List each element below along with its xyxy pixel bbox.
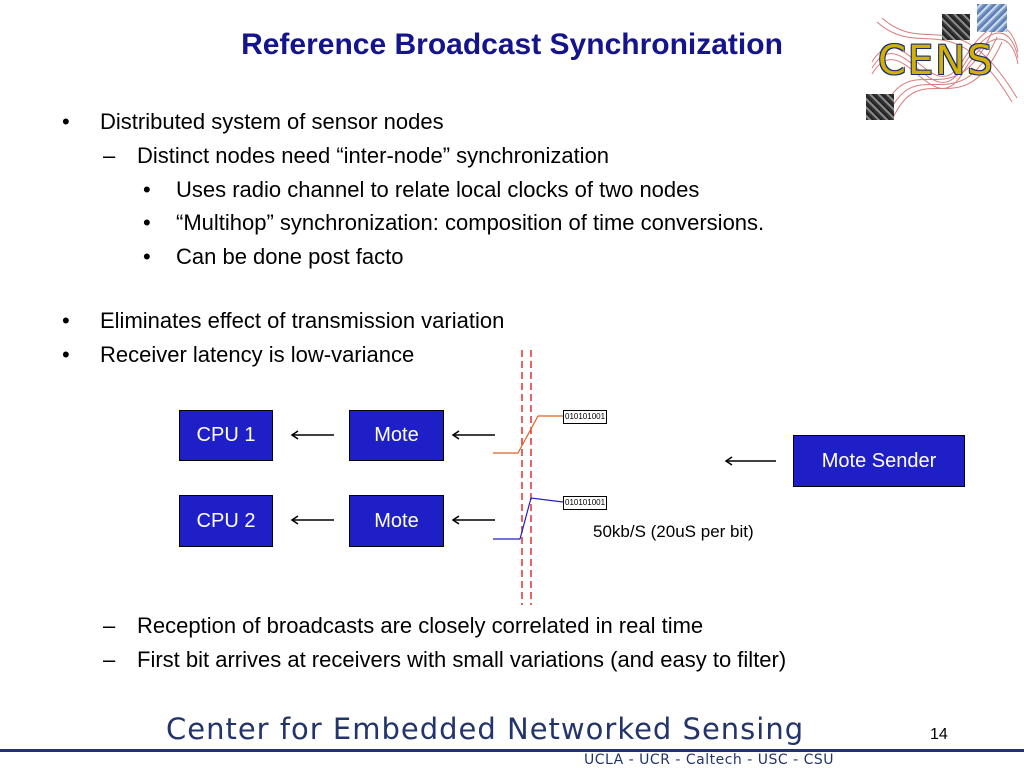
signal-trace-2 [493, 497, 564, 540]
logo-tile-blue [977, 4, 1007, 32]
logo-wave-graphic [871, 17, 1019, 121]
bullet-text: Receiver latency is low-variance [100, 342, 415, 367]
bullet-text: Distributed system of sensor nodes [100, 109, 444, 134]
bullet-marker: – [103, 143, 116, 168]
bullet-marker: • [143, 177, 151, 202]
bit-rate-label: 50kb/S (20uS per bit) [593, 522, 754, 541]
bullet-text: Uses radio channel to relate local clock… [176, 177, 700, 202]
cpu1-box: CPU 1 [179, 410, 273, 461]
mote2-box: Mote [349, 495, 444, 547]
cpu2-box: CPU 2 [179, 495, 273, 547]
bullet-marker: • [62, 109, 70, 134]
bullet-text: Distinct nodes need “inter-node” synchro… [137, 143, 610, 168]
footer-institutions: UCLA - UCR - Caltech - USC - CSU [584, 752, 835, 768]
page-number: 14 [930, 726, 948, 743]
bullet-text: Can be done post facto [176, 244, 404, 269]
mote-sender-box: Mote Sender [793, 435, 965, 487]
logo-tile-dark [942, 14, 970, 40]
bullet-text: Reception of broadcasts are closely corr… [137, 613, 704, 638]
logo-text: CENS [878, 38, 995, 84]
bitstream-label: 010101001 [563, 496, 608, 510]
bullet-text: “Multihop” synchronization: composition … [176, 210, 765, 235]
bullet-marker: • [62, 342, 70, 367]
footer-center-name: Center for Embedded Networked Sensing [166, 712, 805, 746]
bullet-marker: • [143, 244, 151, 269]
bitstream-label: 010101001 [563, 410, 608, 424]
footer-divider [0, 749, 1024, 752]
bullet-text: Eliminates effect of transmission variat… [100, 308, 505, 333]
bullet-marker: • [62, 308, 70, 333]
bullet-marker: • [143, 210, 151, 235]
signal-trace-1 [493, 415, 563, 454]
slide-title: Reference Broadcast Synchronization [241, 28, 783, 61]
bullet-text: First bit arrives at receivers with smal… [137, 647, 787, 672]
logo-tile-dark [866, 94, 894, 120]
bullet-marker: – [103, 647, 116, 672]
mote1-box: Mote [349, 410, 444, 461]
bullet-marker: – [103, 613, 116, 638]
